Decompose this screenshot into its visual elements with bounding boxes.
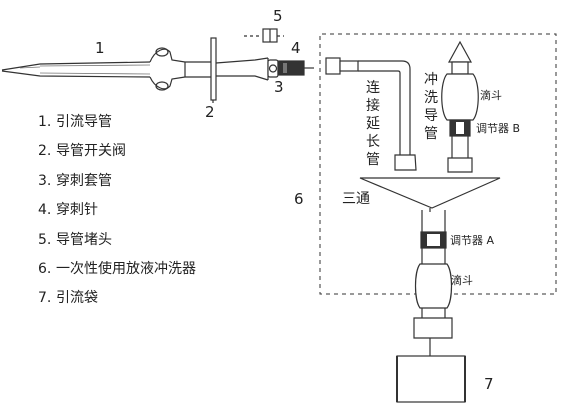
label-regulator-a: 调节器 A <box>450 234 494 247</box>
extension-tube-char-2: 接 <box>366 97 380 114</box>
legend-item: 1.引流导管 <box>38 108 196 137</box>
drainage-bag <box>396 355 466 403</box>
callout-4: 4 <box>291 39 301 57</box>
flush-catheter <box>441 40 479 173</box>
legend-number: 3. <box>38 172 52 189</box>
drainage-catheter <box>1 47 186 91</box>
lower-line <box>413 210 453 356</box>
callout-5: 5 <box>273 7 283 25</box>
callout-1: 1 <box>95 39 105 57</box>
extension-tube-char-1: 连 <box>366 80 380 96</box>
legend-label: 导管堵头 <box>56 231 112 248</box>
legend-number: 5. <box>38 231 52 248</box>
legend-item: 4.穿刺针 <box>38 196 196 225</box>
legend-item: 2.导管开关阀 <box>38 137 196 166</box>
extension-tube-char-5: 管 <box>366 152 380 168</box>
extension-tube-char-3: 延 <box>366 116 380 132</box>
callout-6: 6 <box>294 190 304 208</box>
legend-number: 2. <box>38 143 52 160</box>
catheter-cap <box>244 28 284 43</box>
legend-item: 5.导管堵头 <box>38 226 196 255</box>
label-three-way: 三通 <box>342 191 370 207</box>
legend-item: 3.穿刺套管 <box>38 167 196 196</box>
label-drip-upper: 滴斗 <box>480 88 502 102</box>
three-way-connector <box>359 177 501 212</box>
legend-label: 引流袋 <box>56 290 98 307</box>
flush-tube-char-3: 导 <box>424 108 438 124</box>
puncture-sleeve <box>215 57 279 81</box>
flush-tube-char-2: 洗 <box>424 90 438 106</box>
legend-number: 1. <box>38 114 52 130</box>
legend-label: 穿刺针 <box>56 202 98 219</box>
puncture-needle <box>277 60 314 76</box>
legend-number: 4. <box>38 202 52 219</box>
extension-tube <box>325 57 417 171</box>
callout-2: 2 <box>205 103 215 121</box>
flusher-frame <box>319 33 557 295</box>
flush-tube-char-1: 冲 <box>424 72 438 88</box>
callout-3: 3 <box>274 78 284 96</box>
legend-item: 6.一次性使用放液冲洗器 <box>38 255 196 284</box>
legend-label: 穿刺套管 <box>56 172 112 189</box>
legend-label: 一次性使用放液冲洗器 <box>56 260 196 277</box>
parts-legend: 1.引流导管 2.导管开关阀 3.穿刺套管 4.穿刺针 5.导管堵头 6.一次性… <box>38 108 196 314</box>
label-regulator-b: 调节器 B <box>476 122 520 135</box>
flush-tube-char-4: 管 <box>424 126 438 142</box>
extension-tube-char-4: 长 <box>366 134 380 150</box>
legend-item: 7.引流袋 <box>38 284 196 313</box>
legend-number: 7. <box>38 290 52 307</box>
callout-7: 7 <box>484 375 494 393</box>
catheter-switch-valve <box>185 37 217 101</box>
legend-number: 6. <box>38 260 52 277</box>
label-drip-lower: 滴斗 <box>451 273 473 287</box>
legend-label: 导管开关阀 <box>56 143 126 160</box>
legend-label: 引流导管 <box>56 114 112 130</box>
